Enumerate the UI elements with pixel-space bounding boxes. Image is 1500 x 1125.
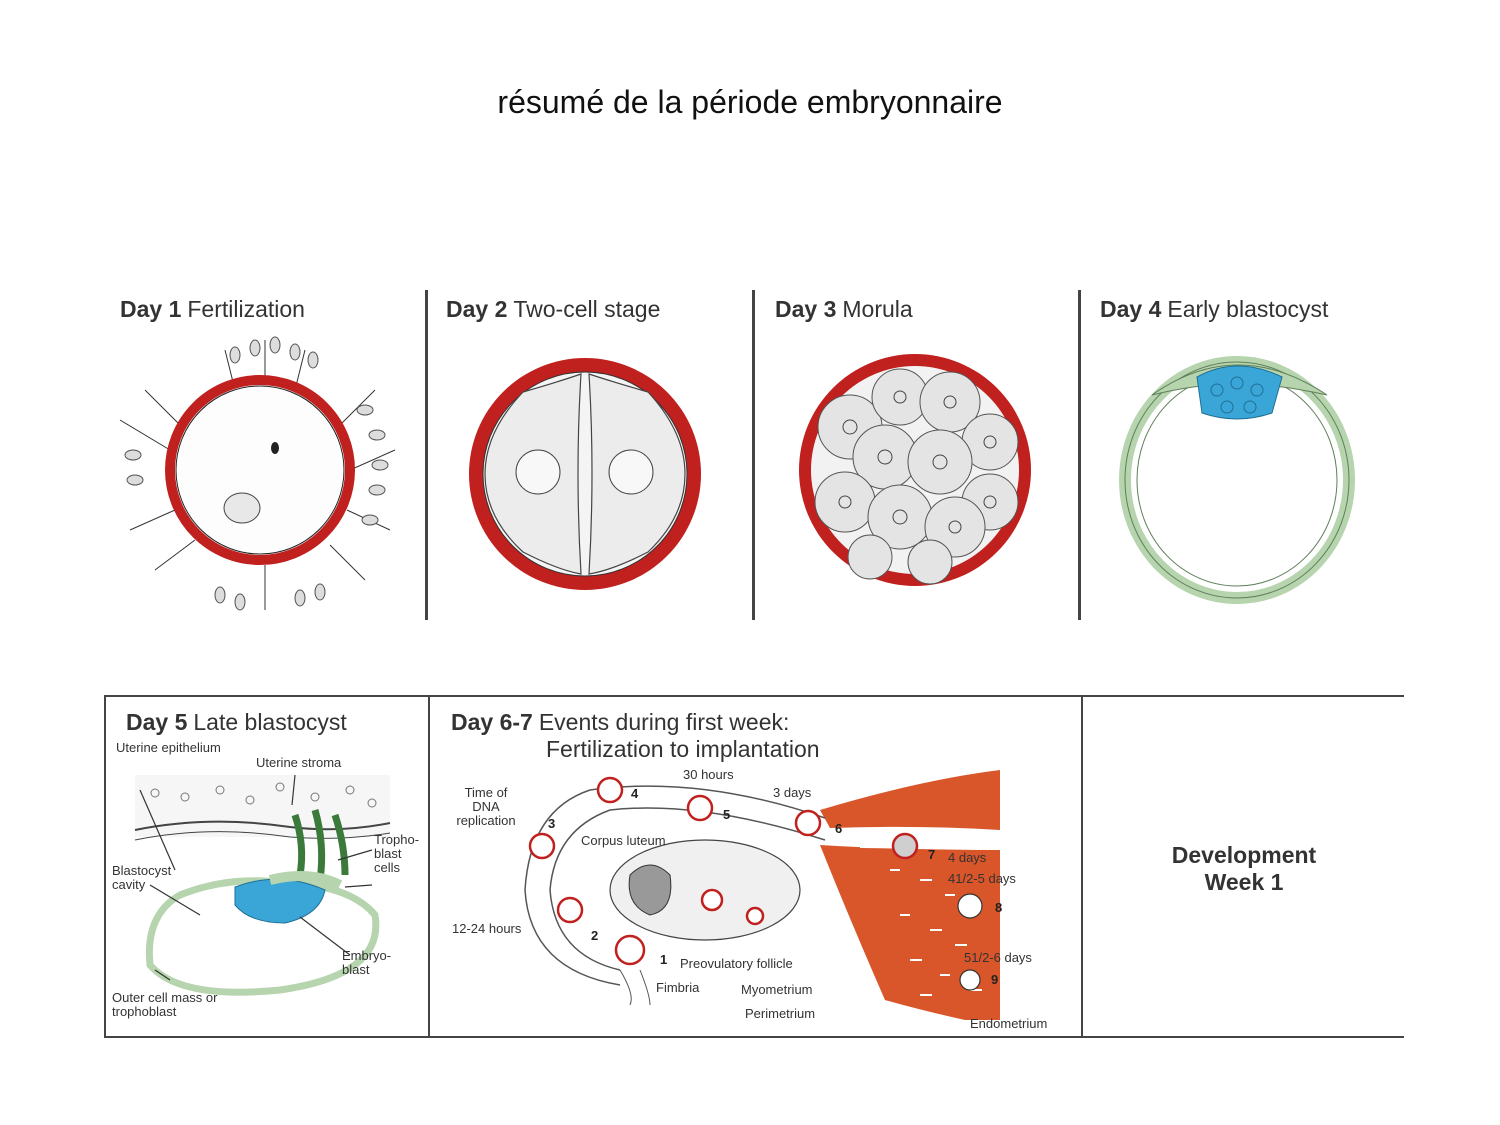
day4-label: Day 4 xyxy=(1100,296,1162,322)
label-trophoblast-cells: Tropho-blast cells xyxy=(374,832,420,875)
stage-number-2: 2 xyxy=(591,928,599,943)
day3-name: Morula xyxy=(842,296,913,322)
label-corpus-luteum: Corpus luteum xyxy=(581,833,666,848)
summary-line2: Week 1 xyxy=(1204,869,1284,895)
day4-name: Early blastocyst xyxy=(1167,296,1329,322)
label-4-days: 4 days xyxy=(948,850,987,865)
label-endometrium: Endometrium xyxy=(970,1016,1048,1031)
label-embryoblast: Embryo-blast xyxy=(342,948,392,977)
stage-number-7: 7 xyxy=(928,847,936,862)
day3-morula-drawing xyxy=(799,354,1031,586)
label-12-24-hours: 12-24 hours xyxy=(452,921,522,936)
slide-title: résumé de la période embryonnaire xyxy=(497,84,1003,120)
day2-two-cell-drawing xyxy=(469,358,701,590)
bottom-bottom-border xyxy=(104,1036,1404,1038)
divider-4 xyxy=(428,695,430,1038)
day3-label: Day 3 xyxy=(775,296,837,322)
divider-1 xyxy=(425,290,428,620)
bottom-top-border xyxy=(104,695,1404,697)
stage-number-9: 9 xyxy=(991,972,999,987)
label-perimetrium: Perimetrium xyxy=(745,1006,816,1021)
divider-3 xyxy=(1078,290,1081,620)
day2-label: Day 2 xyxy=(446,296,508,322)
day1-fertilization-drawing xyxy=(119,336,396,611)
day1-name: Fertilization xyxy=(187,296,305,322)
day1-label: Day 1 xyxy=(120,296,182,322)
stage-number-5: 5 xyxy=(723,807,731,822)
day4-early-blastocyst-drawing xyxy=(1119,356,1355,604)
label-blastocyst-cavity: Blastocyst cavity xyxy=(112,863,172,892)
day2-name: Two-cell stage xyxy=(513,296,661,322)
development-summary: Development Week 1 xyxy=(1084,842,1404,896)
day67-name-line1: Events during first week: xyxy=(538,709,790,735)
day67-first-week-drawing xyxy=(524,770,1000,1020)
day5-late-blastocyst-drawing xyxy=(134,774,391,996)
stage-number-1: 1 xyxy=(660,952,668,967)
stage-number-4: 4 xyxy=(631,786,639,801)
summary-line1: Development xyxy=(1171,842,1317,868)
label-uterine-stroma: Uterine stroma xyxy=(256,755,342,770)
label-myometrium: Myometrium xyxy=(741,982,813,997)
day5-label: Day 5 xyxy=(126,709,188,735)
day5-name: Late blastocyst xyxy=(193,709,347,735)
label-30-hours: 30 hours xyxy=(683,767,734,782)
label-4-5-days: 41/2-5 days xyxy=(948,871,1016,886)
day67-label: Day 6-7 xyxy=(451,709,533,735)
bottom-left-border xyxy=(104,695,106,1038)
divider-2 xyxy=(752,290,755,620)
label-3-days: 3 days xyxy=(773,785,812,800)
label-outer-cell-mass: Outer cell mass or trophoblast xyxy=(112,990,218,1019)
day67-subtitle: Fertilization to implantation xyxy=(546,736,820,762)
label-uterine-epithelium: Uterine epithelium xyxy=(116,740,221,755)
label-preovulatory-follicle: Preovulatory follicle xyxy=(680,956,793,971)
divider-5 xyxy=(1081,695,1083,1038)
stage-number-6: 6 xyxy=(835,821,843,836)
stage-number-8: 8 xyxy=(995,900,1003,915)
label-time-dna: Time of DNA replication xyxy=(456,785,516,828)
label-5-6-days: 51/2-6 days xyxy=(964,950,1032,965)
label-fimbria: Fimbria xyxy=(656,980,700,995)
stage-number-3: 3 xyxy=(548,816,556,831)
